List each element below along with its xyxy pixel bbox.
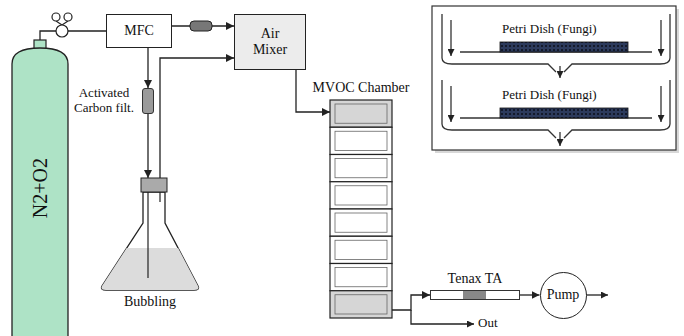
tray-inner [335, 295, 387, 314]
annotation-label: Out [478, 316, 498, 331]
node-label: Bubbling [124, 294, 176, 310]
chamber-tray [330, 100, 392, 127]
flask-liquid [102, 248, 199, 290]
tray-inner [335, 268, 387, 287]
flask-body [102, 192, 199, 290]
sorbent-band [463, 291, 486, 299]
flow-connector [40, 31, 106, 40]
label-holder: Activated Carbon filt. [71, 86, 137, 115]
chamber-tray [330, 127, 392, 154]
inline-filter [190, 21, 212, 31]
chamber-detail-inset [432, 6, 679, 153]
tray-inner [335, 186, 387, 205]
chamber-tray [330, 209, 392, 236]
mvoc-chamber: MVOC Chamber [330, 100, 392, 318]
gas-cylinder: N2+O2 [12, 40, 68, 336]
air-mixer-box: Air Mixer [234, 14, 306, 70]
node-label: Tenax TA [448, 271, 503, 287]
cylinder-body [12, 48, 68, 336]
bubbling-flask: Bubbling [100, 178, 200, 290]
flow-connector [147, 114, 148, 178]
chamber-tray [330, 264, 392, 291]
flow-connector [147, 48, 148, 88]
tray-inner [335, 213, 387, 232]
label-holder: Tenax TA [448, 271, 503, 287]
pump-circle: Pump [540, 272, 587, 319]
annotation-label: Petri Dish (Fungi) [502, 22, 597, 37]
valve-symbol [52, 13, 72, 37]
label-holder: Bubbling [124, 294, 176, 310]
exhaust-line [411, 310, 474, 324]
chamber-tray [330, 236, 392, 263]
node-label: Air Mixer [253, 26, 287, 57]
flow-connector [520, 294, 540, 295]
carbon-filter: Activated Carbon filt. [142, 88, 154, 114]
chamber-tray [330, 155, 392, 182]
tray-inner [335, 104, 387, 123]
tray-inner [335, 131, 387, 150]
annotation-label: Petri Dish (Fungi) [502, 88, 597, 103]
node-label: MVOC Chamber [313, 80, 410, 96]
tray-inner [335, 159, 387, 178]
flask-stopper [141, 178, 167, 192]
node-label: Activated Carbon filt. [71, 86, 137, 115]
node-label: N2+O2 [29, 158, 51, 218]
chamber-tray [330, 182, 392, 209]
chamber-tray [330, 291, 392, 318]
flow-connector [160, 58, 234, 178]
tenax-tube: Tenax TA [430, 290, 520, 300]
flask-outline [100, 178, 200, 290]
inlet-tube [147, 178, 148, 278]
tray-inner [335, 240, 387, 259]
chamber-stack [330, 100, 392, 318]
node-label: MFC [124, 23, 154, 39]
label-holder: MVOC Chamber [313, 80, 410, 96]
pump-exhaust-line [585, 294, 608, 295]
node-label: Pump [547, 287, 580, 303]
mfc-box: MFC [106, 14, 172, 48]
flow-connector [392, 295, 430, 310]
